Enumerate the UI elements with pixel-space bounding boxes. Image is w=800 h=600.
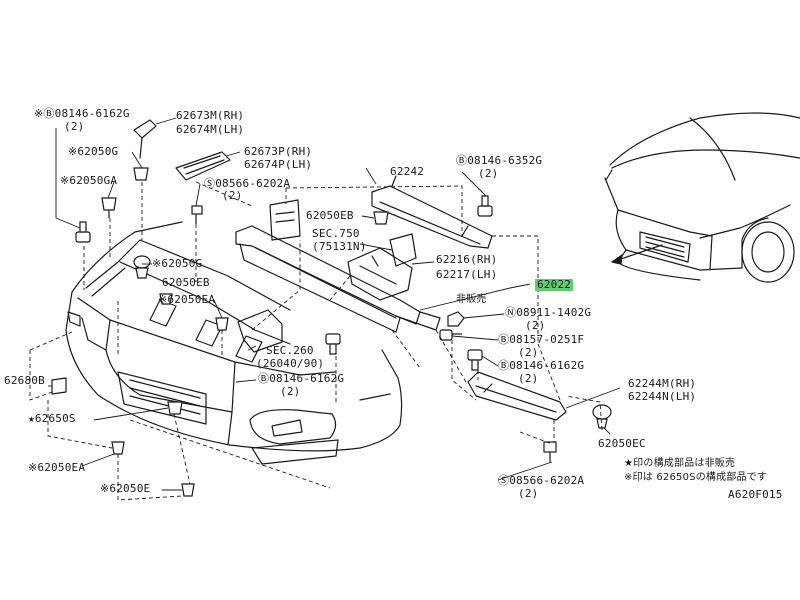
upper-bar-62242	[371, 175, 493, 249]
part-label-p34: ※62050E	[100, 482, 151, 495]
fasteners	[75, 167, 612, 497]
part-label-p2: 62673M(RH)	[176, 109, 245, 122]
bracket-center	[237, 309, 283, 353]
nut-icon	[447, 311, 465, 327]
part-label-p25: Ⓑ08146-6162G	[498, 359, 585, 372]
part-label-p30: ★62650S	[28, 412, 76, 425]
assembly-dashed-lines	[29, 181, 603, 501]
vehicle-illustration	[604, 112, 800, 283]
part-label-p33: Ⓢ08566-6202A	[498, 474, 585, 487]
screw-icon	[191, 205, 203, 224]
clip-icon	[215, 317, 229, 331]
front-bumper-fascia	[65, 221, 403, 465]
part-label-p24: (26040/90)	[256, 357, 325, 370]
clip-icon	[592, 404, 612, 429]
part-label-p22q: (2)	[518, 346, 539, 359]
part-label-p26: 62680B	[4, 374, 45, 387]
part-label-p14: ※62050G	[152, 257, 203, 270]
clip-icon	[101, 197, 117, 218]
part-label-p32: ※62050EA	[28, 461, 86, 474]
part-label-p21q: (2)	[525, 319, 546, 332]
clip-icon	[159, 293, 173, 305]
part-label-p28: 62244M(RH)	[628, 377, 697, 390]
clip-icon	[167, 401, 183, 415]
note-n2: ※印は 62650Sの構成部品です	[624, 472, 768, 483]
clip-icon	[373, 211, 389, 225]
bolt-icon	[467, 349, 483, 371]
bumper-upper-rail	[85, 239, 291, 363]
part-label-p6: 62674P(LH)	[244, 158, 313, 171]
leader-lines	[48, 117, 621, 491]
part-label-p5: 62673P(RH)	[244, 145, 313, 158]
part-label-p11: 62050EB	[306, 209, 354, 222]
bolt-icon	[75, 221, 91, 243]
part-label-p17: 62217(LH)	[436, 268, 498, 281]
clip-icon	[111, 441, 125, 455]
part-label-p15: 62050EB	[162, 276, 210, 289]
side-stay-62680b	[51, 377, 67, 395]
part-label-p7: ※62050GA	[60, 174, 118, 187]
bolt-icon	[439, 329, 462, 341]
bolt-icon	[477, 195, 493, 217]
part-label-p27: Ⓑ08146-6162G	[258, 372, 345, 385]
part-label-p22: Ⓑ08157-0251F	[498, 333, 585, 346]
side-bracket-62244	[467, 371, 567, 421]
part-label-p9: 62242	[390, 165, 425, 178]
plate-62673p	[175, 151, 231, 181]
clip-icon	[133, 255, 151, 279]
part-label-p1q: (2)	[64, 120, 85, 133]
clip-icon	[133, 167, 149, 181]
part-label-p4: ※62050G	[68, 145, 119, 158]
part-label-p29: 62244N(LH)	[628, 390, 697, 403]
hook-62673m	[133, 119, 157, 159]
part-label-p8: Ⓢ08566-6202A	[204, 177, 291, 190]
part-label-p23: SEC.260	[266, 344, 314, 357]
bolt-icon	[325, 333, 341, 355]
bumper-reinforcement	[235, 199, 441, 333]
figure-code: A620F015	[728, 488, 783, 501]
part-label-p3: 62674M(LH)	[176, 123, 245, 136]
screw-icon	[543, 441, 557, 462]
part-label-p12: SEC.750	[312, 227, 360, 240]
part-label-p33q: (2)	[518, 487, 539, 500]
part-label-p20: 非販売	[456, 294, 487, 305]
note-n1: ★印の構成部品は非販売	[624, 458, 736, 469]
part-label-p19: ※62050EA	[158, 293, 216, 306]
clip-icon	[181, 483, 195, 497]
part-label-p10: Ⓑ08146-6352G	[456, 154, 543, 167]
part-label-p27q: (2)	[280, 385, 301, 398]
part-label-p16: 62216(RH)	[436, 253, 498, 266]
part-label-p31: 62050EC	[598, 437, 646, 450]
part-label-p21: Ⓝ08911-1402G	[505, 306, 592, 319]
part-label-p25q: (2)	[518, 372, 539, 385]
part-label-p13: (75131N)	[312, 240, 367, 253]
part-label-p1: ※Ⓑ08146-6162G	[34, 107, 130, 120]
part-label-p18: 62022	[535, 278, 574, 291]
part-label-p10q: (2)	[478, 167, 499, 180]
part-label-p8q: (2)	[222, 189, 243, 202]
